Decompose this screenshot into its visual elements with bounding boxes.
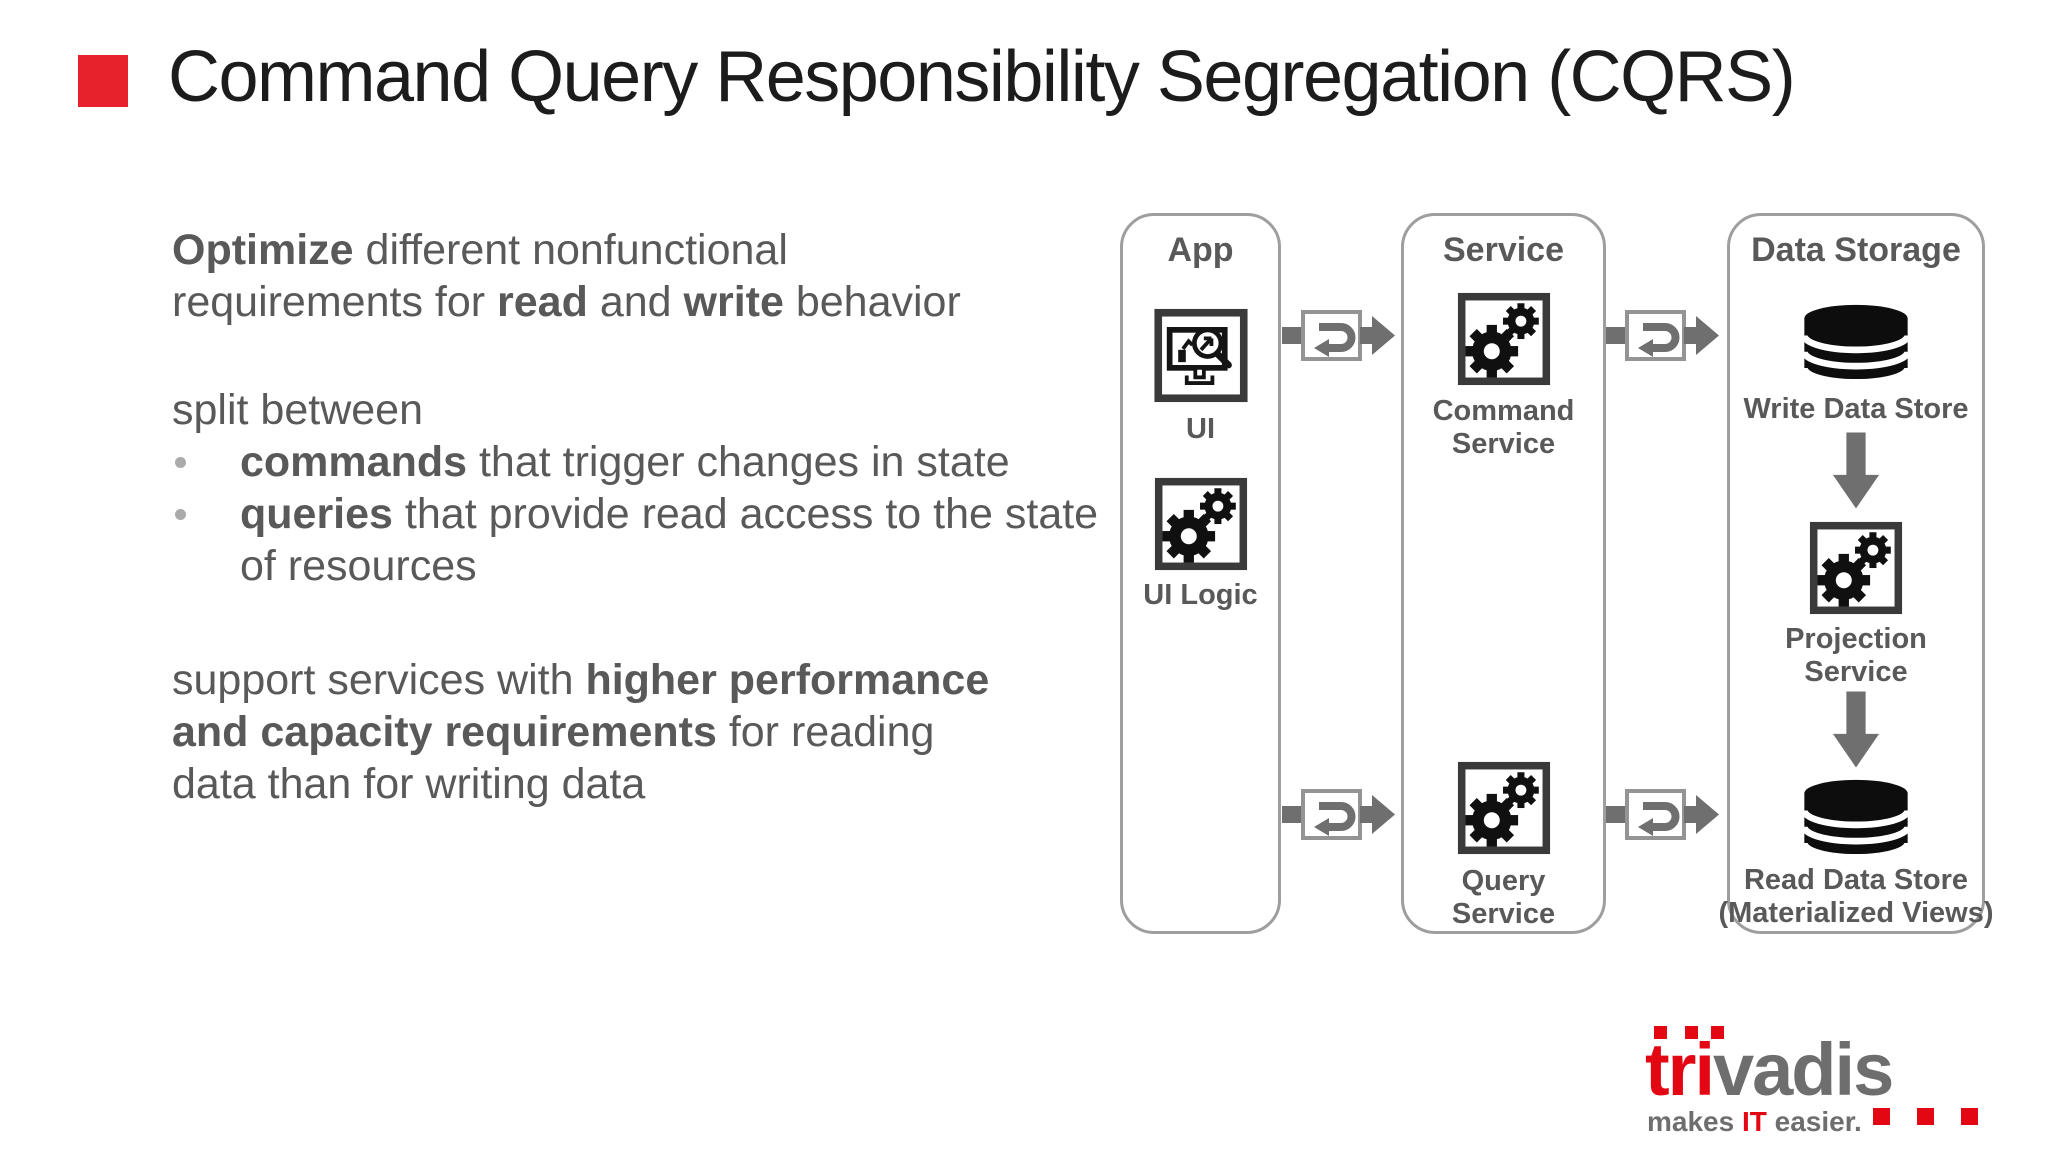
list-item-commands: commands that trigger changes in state	[172, 436, 1098, 488]
bullet-list: commands that trigger changes in state q…	[172, 436, 1098, 592]
logo-squares	[1873, 1108, 1978, 1125]
title-accent-square	[78, 55, 128, 107]
logo-dot	[1711, 1026, 1724, 1039]
column-title-data-storage: Data Storage	[1751, 231, 1961, 269]
gears-icon	[1455, 292, 1552, 386]
logo-square	[1917, 1108, 1934, 1125]
logo-dot	[1685, 1026, 1698, 1039]
diagram-column-service: Service Command Service Query Service	[1401, 213, 1606, 934]
write-data-store-label: Write Data Store	[1743, 393, 1969, 425]
body-text: Optimize different nonfunctional require…	[172, 224, 1098, 810]
paragraph-split-between: split between	[172, 386, 423, 434]
logo-square	[1961, 1108, 1978, 1125]
database-icon	[1796, 778, 1916, 866]
sync-call-icon	[1282, 786, 1398, 843]
gears-icon	[1809, 521, 1904, 615]
logo-square	[1873, 1108, 1890, 1125]
command-service-label: Command Service	[1432, 395, 1575, 460]
down-arrow-icon	[1831, 691, 1881, 769]
projection-service-label: Projection Service	[1785, 623, 1927, 688]
logo-tagline: makes IT easier.	[1647, 1106, 1862, 1137]
ui-label: UI	[1186, 413, 1215, 445]
gears-icon	[1455, 761, 1552, 855]
column-title-app: App	[1167, 231, 1234, 269]
trivadis-logo: trivadis makes IT easier.	[1645, 1020, 1980, 1145]
paragraph-support: support services with higher performance…	[172, 656, 990, 808]
diagram-column-app: App UI UI Logic	[1120, 213, 1281, 934]
sync-call-icon	[1606, 786, 1722, 843]
sync-call-icon	[1606, 307, 1722, 364]
sync-call-icon	[1282, 307, 1398, 364]
down-arrow-icon	[1831, 432, 1881, 510]
database-icon	[1796, 303, 1916, 391]
logo-dot	[1654, 1026, 1667, 1039]
diagram-column-data-storage: Data Storage Write Data Store Projection…	[1718, 213, 1994, 934]
ui-logic-label: UI Logic	[1143, 579, 1258, 611]
paragraph-optimize: Optimize different nonfunctional require…	[172, 226, 961, 326]
list-item-queries: queries that provide read access to the …	[172, 488, 1098, 592]
page-title: Command Query Responsibility Segregation…	[168, 37, 1796, 117]
monitor-search-icon	[1152, 308, 1249, 403]
column-title-service: Service	[1443, 231, 1564, 269]
logo-wordmark: trivadis	[1645, 1028, 1894, 1111]
gears-icon	[1152, 477, 1249, 571]
read-data-store-label: Read Data Store (Materialized Views)	[1718, 864, 1994, 929]
query-service-label: Query Service	[1451, 865, 1556, 930]
